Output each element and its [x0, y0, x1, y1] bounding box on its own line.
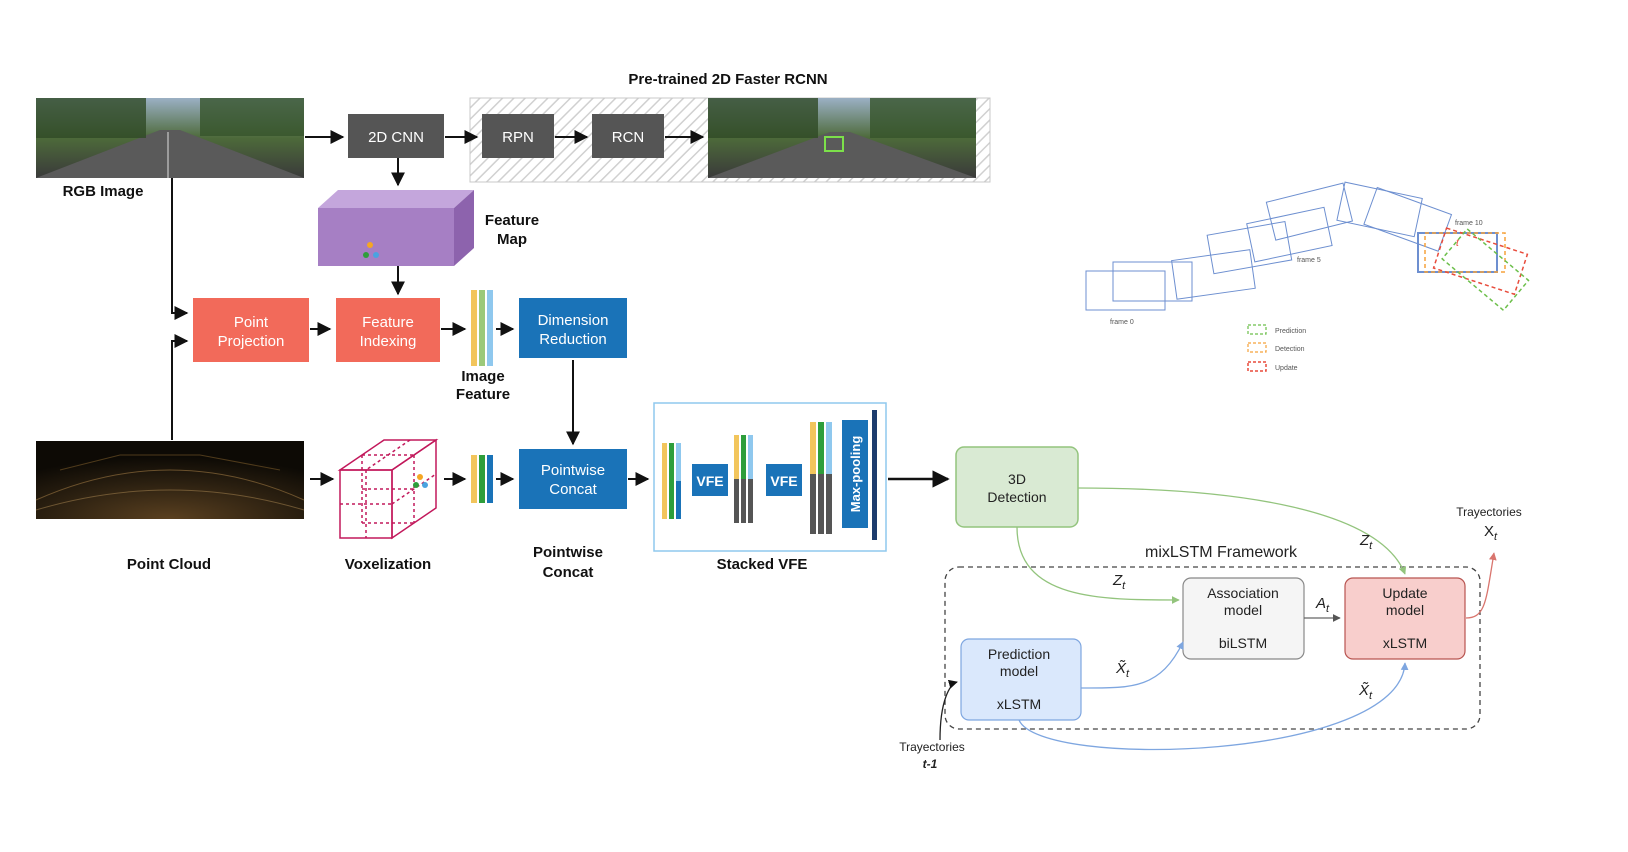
pointwise-concat-box-label-1: Pointwise	[541, 462, 605, 479]
update-label-1: Update	[1382, 585, 1427, 601]
voxel-points	[413, 474, 428, 488]
traj-in-label: Trayectories	[899, 740, 965, 754]
detected-car-bbox	[824, 136, 844, 152]
vfe-mid-bars	[734, 435, 753, 523]
prediction-box	[960, 638, 1082, 721]
z-label-top: Zt	[1359, 532, 1373, 552]
tracking-legend	[1247, 324, 1267, 372]
image-feature-label-2: Feature	[456, 386, 510, 403]
rcn-label: RCN	[612, 129, 645, 146]
update-box	[1344, 577, 1466, 660]
point-cloud-label: Point Cloud	[127, 556, 211, 573]
detection-label-1: 3D	[1008, 471, 1026, 487]
prediction-label-3: xLSTM	[997, 696, 1041, 712]
voxelization-label: Voxelization	[345, 556, 431, 573]
dimension-reduction-label-1: Dimension	[538, 312, 609, 329]
rcn-box	[592, 114, 664, 158]
image-feature-bars	[471, 290, 493, 366]
vfe-box-2	[766, 464, 802, 496]
feature-indexing-box	[336, 298, 440, 362]
pointwise-concat-box	[519, 449, 627, 509]
vfe-label-2: VFE	[770, 473, 797, 489]
update-label-3: xLSTM	[1383, 635, 1427, 651]
vfe-box-1	[692, 464, 728, 496]
dimension-reduction-label-2: Reduction	[539, 331, 607, 348]
frame5-label: frame 5	[1297, 257, 1321, 264]
tracking-inset-dashed	[1424, 227, 1530, 312]
rpn-box	[482, 114, 554, 158]
legend-prediction: Prediction	[1275, 328, 1306, 335]
framework-label: mixLSTM Framework	[1145, 544, 1298, 561]
vfe-input-bars	[662, 443, 681, 519]
association-label-3: biLSTM	[1219, 635, 1267, 651]
cnn-box	[348, 114, 444, 158]
point-projection-label-2: Projection	[218, 333, 285, 350]
dimension-reduction-box	[519, 298, 627, 358]
t-marker: t	[1456, 238, 1460, 249]
rgb-image	[36, 98, 304, 178]
rgb-image-label: RGB Image	[63, 183, 144, 200]
feature-indexing-label-1: Feature	[362, 314, 414, 331]
detection-output-image	[708, 98, 976, 178]
max-pooling-box	[842, 420, 868, 528]
fusion-arrows	[171, 178, 580, 446]
xhat-label-right: X̃t	[1358, 682, 1373, 702]
legend-detection: Detection	[1275, 346, 1305, 353]
top-arrows	[305, 130, 705, 296]
feature-map-label-2: Map	[497, 231, 527, 248]
voxelization-grid	[337, 438, 439, 540]
prediction-label-2: model	[1000, 663, 1038, 679]
legend-update: Update	[1275, 365, 1298, 372]
max-pooling-output	[872, 410, 877, 540]
pointwise-concat-box-label-2: Concat	[549, 481, 597, 498]
traj-out-symbol: Xt	[1484, 523, 1498, 543]
stacked-vfe-label: Stacked VFE	[717, 556, 808, 573]
feature-map-cube	[318, 190, 474, 266]
point-projection-box	[193, 298, 309, 362]
feature-indexing-label-2: Indexing	[360, 333, 417, 350]
point-cloud-image	[35, 441, 305, 519]
association-label-2: model	[1224, 602, 1262, 618]
prediction-label-1: Prediction	[988, 646, 1050, 662]
frame10-label: frame 10	[1455, 220, 1483, 227]
a-label: At	[1315, 595, 1330, 615]
detection-label-2: Detection	[987, 489, 1046, 505]
image-feature-label-1: Image	[461, 368, 504, 385]
point-projection-label-1: Point	[234, 314, 269, 331]
mixlstm-connectors	[939, 487, 1497, 751]
feature-map-label-1: Feature	[485, 212, 539, 229]
framework-border	[944, 566, 1481, 730]
xhat-label-mid: X̃t	[1115, 660, 1130, 680]
pointwise-concat-label-2: Concat	[543, 564, 594, 581]
update-label-2: model	[1386, 602, 1424, 618]
rpn-label: RPN	[502, 129, 534, 146]
pointwise-concat-label-1: Pointwise	[533, 544, 603, 561]
traj-out-label: Trayectories	[1456, 505, 1522, 519]
voxel-feature-bars	[471, 455, 493, 503]
max-pooling-label: Max-pooling	[848, 436, 863, 513]
cnn-label: 2D CNN	[368, 129, 424, 146]
vfe-label-1: VFE	[696, 473, 723, 489]
detection-box	[955, 446, 1079, 528]
faster-rcnn-title: Pre-trained 2D Faster RCNN	[628, 71, 827, 88]
traj-in-sub: t-1	[923, 757, 938, 771]
vfe-out-bars	[810, 422, 832, 534]
association-label-1: Association	[1207, 585, 1279, 601]
frame0-label: frame 0	[1110, 319, 1134, 326]
z-label-mid: Zt	[1112, 572, 1126, 592]
tracking-inset	[1085, 181, 1498, 311]
